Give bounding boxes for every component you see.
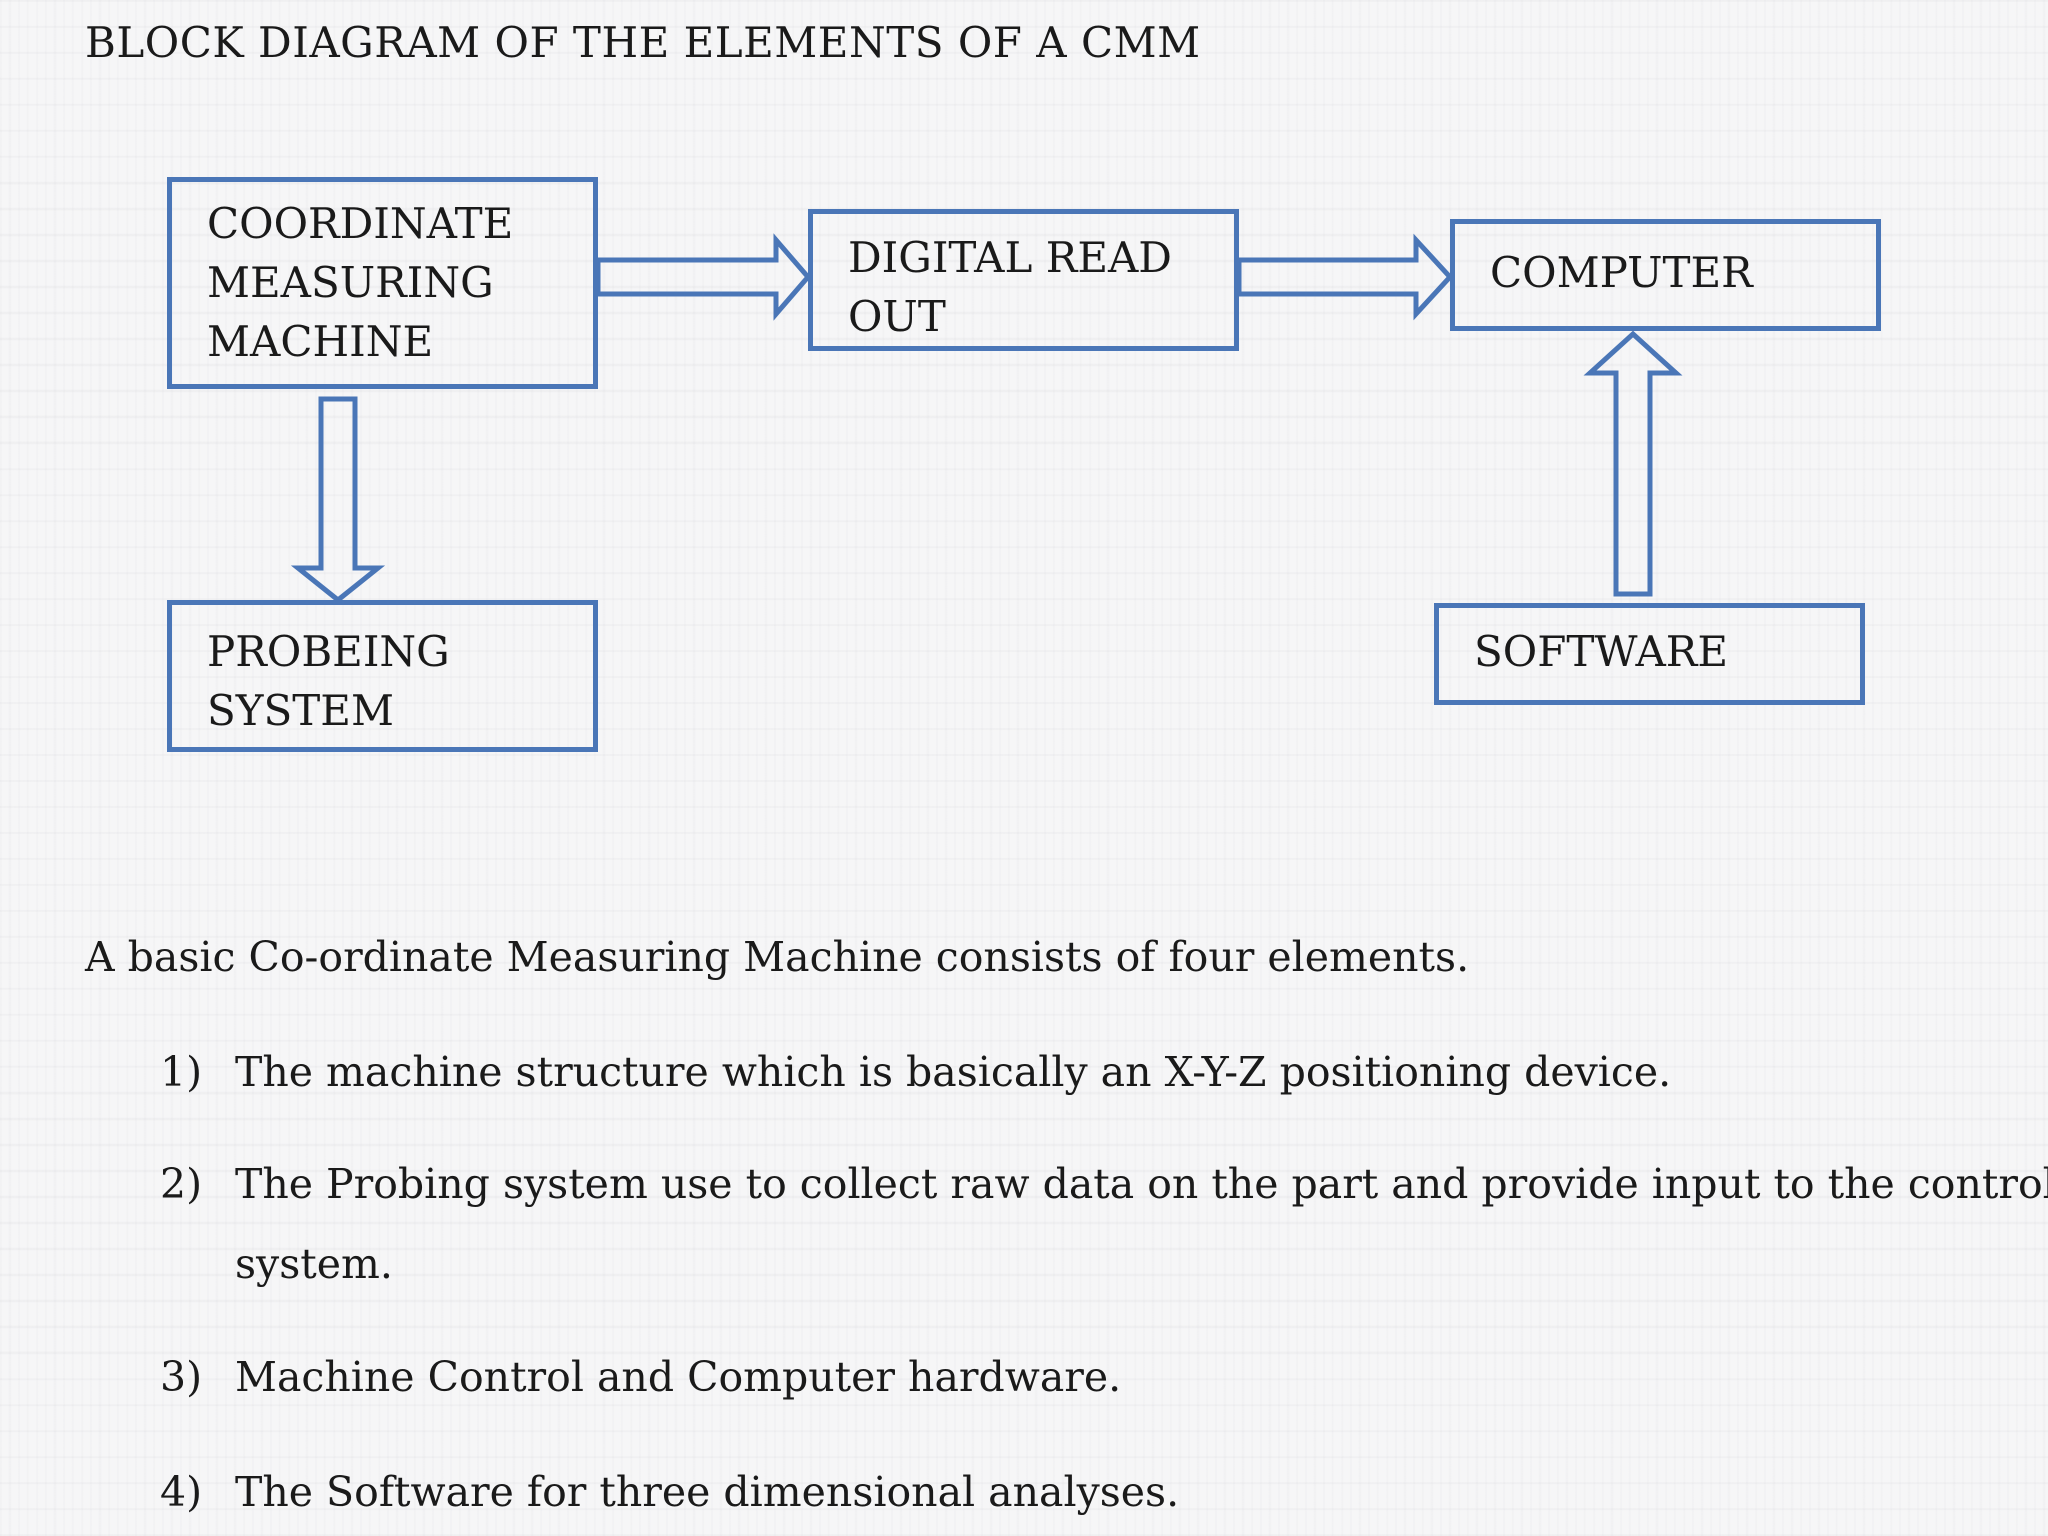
list-item-continuation: system. xyxy=(235,1240,393,1288)
list-item: The machine structure which is basically… xyxy=(235,1048,1672,1096)
arrow-cmm-to-dro xyxy=(595,233,812,321)
list-item: The Software for three dimensional analy… xyxy=(235,1468,1180,1516)
list-item: The Probing system use to collect raw da… xyxy=(235,1160,2048,1208)
list-number: 3) xyxy=(160,1353,203,1401)
intro-paragraph: A basic Co-ordinate Measuring Machine co… xyxy=(85,933,1470,981)
box-label: MEASURING xyxy=(207,258,494,307)
diagram-arrows xyxy=(290,233,1683,604)
list-number: 1) xyxy=(160,1048,203,1096)
box-probing-system: PROBEING SYSTEM xyxy=(167,600,598,752)
box-computer: COMPUTER xyxy=(1450,219,1881,331)
box-label: COMPUTER xyxy=(1490,248,1753,297)
box-label: OUT xyxy=(848,292,946,341)
box-software: SOFTWARE xyxy=(1434,603,1865,705)
list-number: 2) xyxy=(160,1160,203,1208)
page-title: BLOCK DIAGRAM OF THE ELEMENTS OF A CMM xyxy=(85,18,1201,67)
box-coordinate-measuring-machine: COORDINATE MEASURING MACHINE xyxy=(167,177,598,389)
box-label: SOFTWARE xyxy=(1474,627,1729,676)
arrow-cmm-to-probing xyxy=(290,396,386,604)
box-label: PROBEING xyxy=(207,627,450,676)
arrow-dro-to-computer xyxy=(1236,233,1454,321)
list-item: Machine Control and Computer hardware. xyxy=(235,1353,1122,1401)
box-label: COORDINATE xyxy=(207,199,514,248)
list-number: 4) xyxy=(160,1468,203,1516)
box-digital-read-out: DIGITAL READ OUT xyxy=(808,209,1239,351)
box-label: MACHINE xyxy=(207,317,434,366)
box-label: SYSTEM xyxy=(207,686,394,735)
arrow-software-to-computer xyxy=(1583,330,1683,597)
box-label: DIGITAL READ xyxy=(848,233,1172,282)
